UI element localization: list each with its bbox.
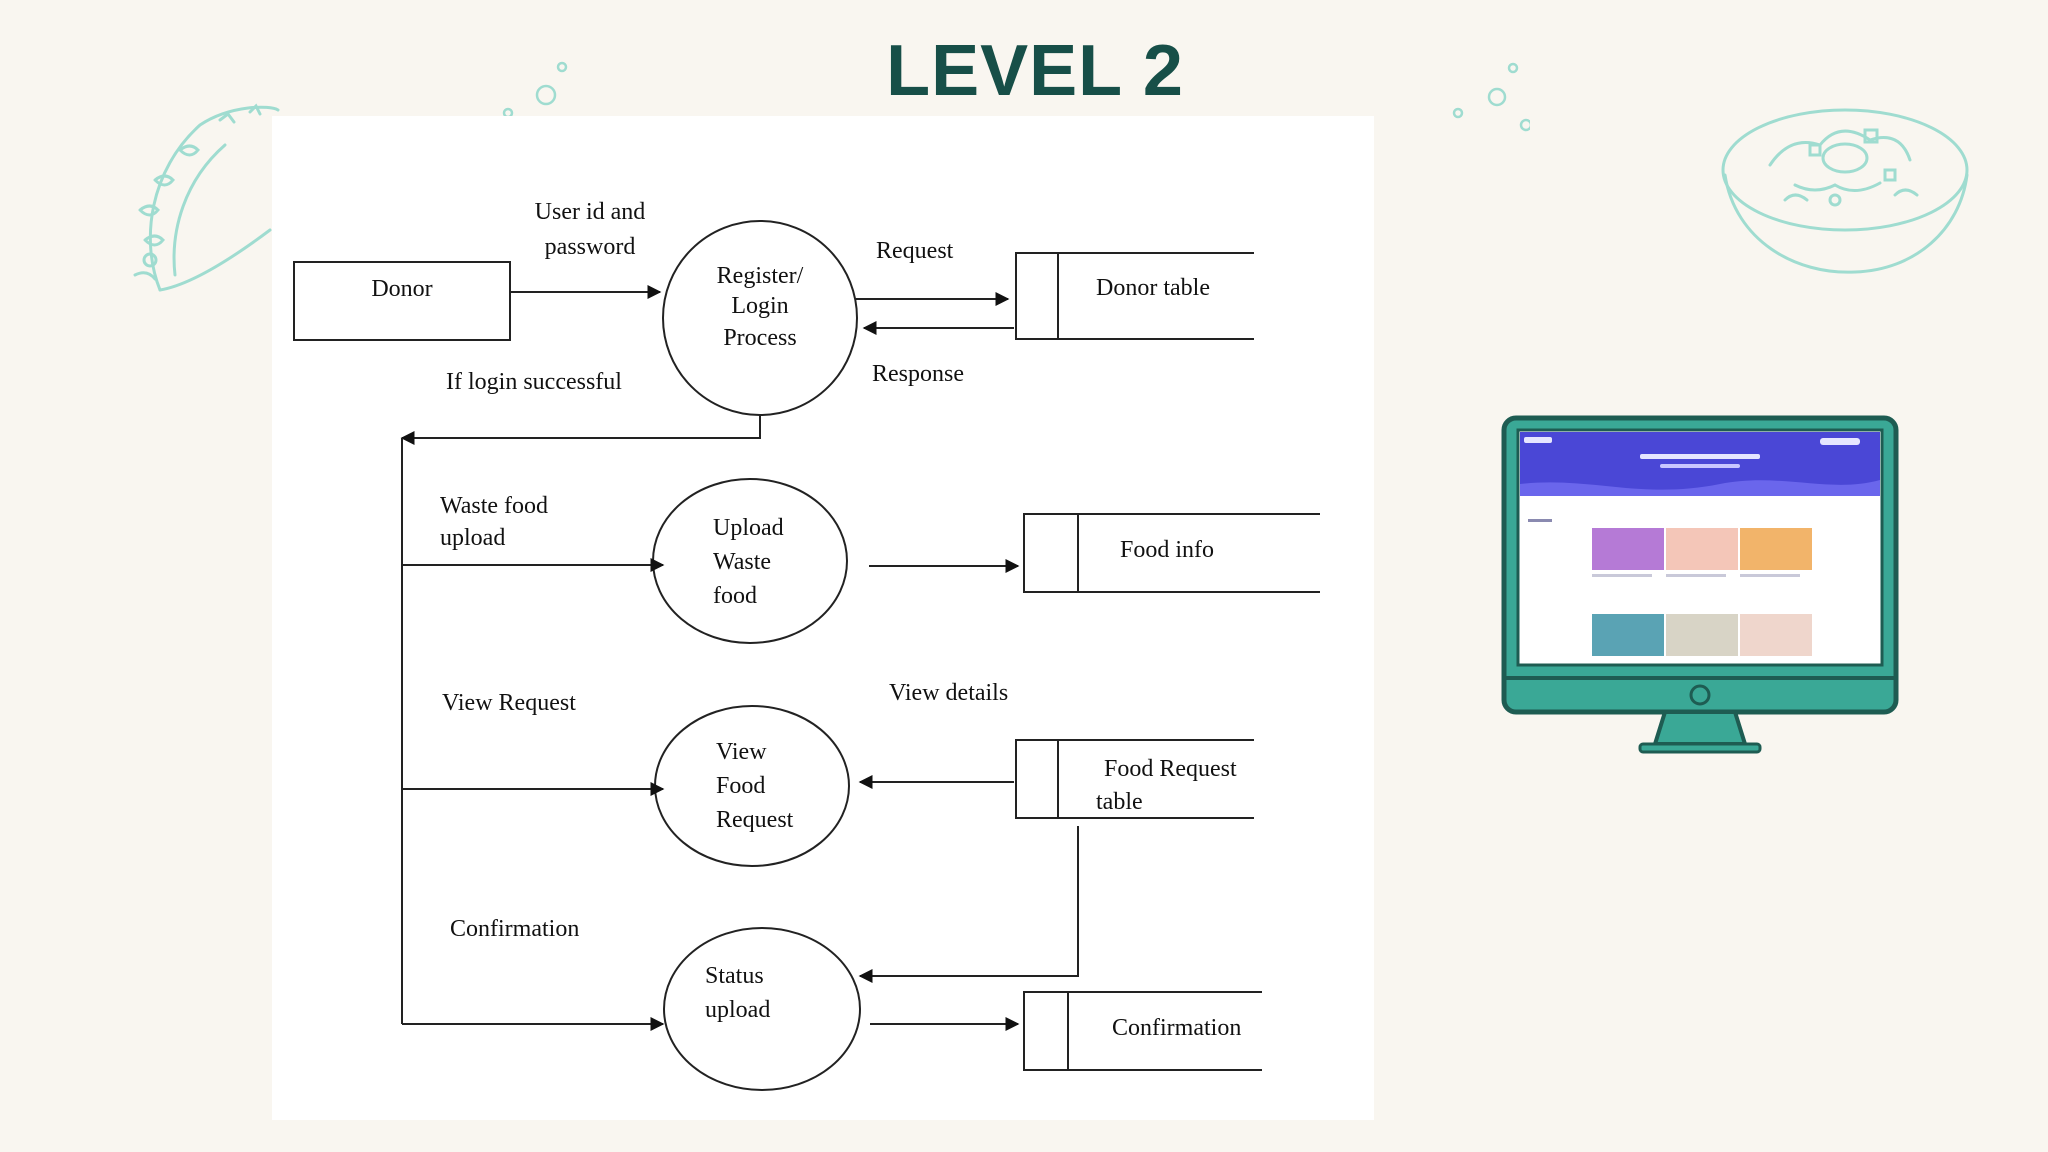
bubble-icon <box>1452 62 1530 132</box>
store-label: Food info <box>1120 537 1214 563</box>
process-label: upload <box>705 997 770 1023</box>
process-label: View <box>716 739 767 765</box>
data-flow-diagram: Donor Register/ Login Process Upload Was… <box>293 199 1320 1091</box>
process-status-upload <box>663 927 861 1091</box>
process-label: Login <box>731 293 788 319</box>
process-label: Request <box>716 807 794 833</box>
bubble-icon <box>502 61 568 119</box>
flow-label: User id and <box>535 199 646 225</box>
flow-label: View Request <box>442 690 576 716</box>
process-label: food <box>713 583 757 609</box>
flow-label: password <box>545 234 636 260</box>
process-label: Food <box>716 773 765 799</box>
store-donor-table <box>1015 252 1254 340</box>
flow-label: View details <box>889 680 1008 706</box>
flow-label: Confirmation <box>450 916 579 942</box>
store-confirmation <box>1023 991 1262 1071</box>
slide-title: LEVEL 2 <box>886 31 1184 111</box>
dfd-panel: Donor Register/ Login Process Upload Was… <box>272 116 1374 1120</box>
donor-entity <box>293 261 511 341</box>
store-food-request-table <box>1015 739 1254 819</box>
flow-label: Request <box>876 238 954 264</box>
flow-label: Waste food <box>440 493 548 519</box>
monitor-icon <box>1501 415 1899 754</box>
store-label: Confirmation <box>1112 1015 1241 1041</box>
store-label: Donor table <box>1096 275 1210 301</box>
store-label: Food Request <box>1104 756 1237 782</box>
store-label: table <box>1096 789 1143 815</box>
process-label: Process <box>723 325 796 351</box>
bowl-icon <box>1721 108 1969 274</box>
flow-label: If login successful <box>446 369 622 395</box>
donor-label: Donor <box>371 276 432 302</box>
process-label: Waste <box>713 549 771 575</box>
process-label: Register/ <box>717 263 804 289</box>
flow-label: upload <box>440 525 505 551</box>
store-food-info <box>1023 513 1320 593</box>
flow-request-to-status <box>858 826 1079 983</box>
taco-icon <box>133 103 280 292</box>
process-label: Status <box>705 963 764 989</box>
flow-login-success <box>400 415 761 445</box>
process-label: Upload <box>713 515 784 541</box>
flow-label: Response <box>872 361 964 387</box>
